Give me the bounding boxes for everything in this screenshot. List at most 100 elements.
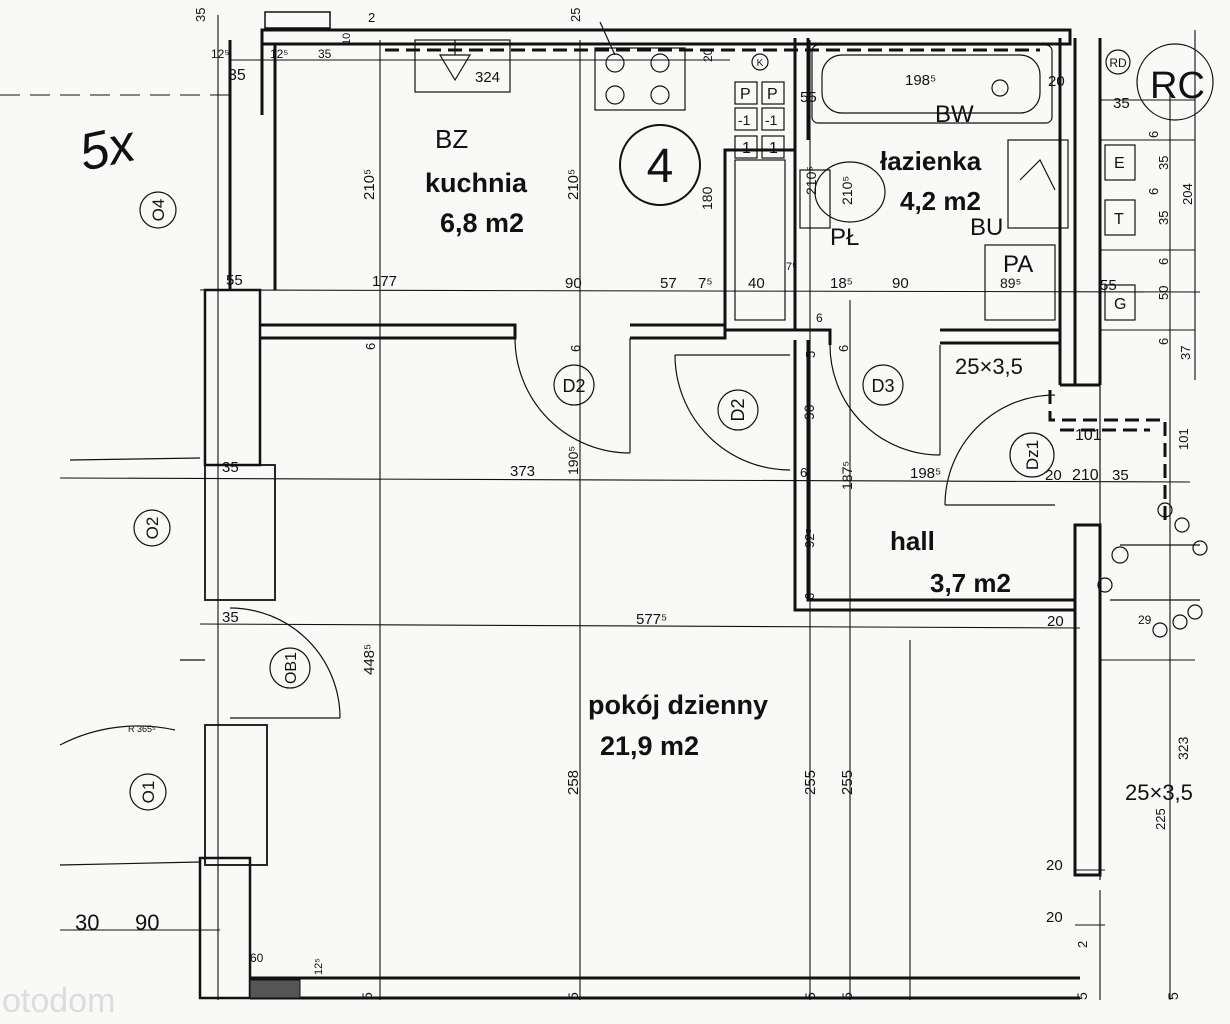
dim-label: 12⁵	[211, 47, 229, 61]
bathroom-fixture-pa: PA	[1003, 251, 1033, 278]
kitchen-sink-icon	[414, 39, 511, 93]
dim-label: 20	[1045, 467, 1062, 484]
dim-label: 6	[1156, 338, 1171, 345]
dim-label: 258	[565, 770, 582, 795]
dim-label: 225	[1153, 808, 1168, 830]
dim-label: 35	[222, 459, 239, 476]
label-p1: P	[740, 86, 751, 103]
dim-label: 5	[802, 992, 818, 1000]
label-one-b: 1	[769, 140, 778, 157]
duct-label-bottom: 25×3,5	[1125, 780, 1193, 805]
dim-label: 577⁵	[636, 611, 667, 628]
dim-label: 5	[565, 992, 581, 1000]
dim-label: 2	[1075, 941, 1090, 948]
bathtub-icon	[811, 44, 1053, 124]
marker-rd: RD	[1109, 56, 1127, 70]
living-name: pokój dzienny	[588, 690, 768, 720]
dim-label: 10	[341, 33, 353, 45]
dim-label: 324	[475, 69, 500, 86]
hall-area: 3,7 m2	[930, 568, 1011, 598]
dim-label: 55	[226, 272, 243, 289]
marker-dz1: Dz1	[1023, 440, 1042, 470]
dim-label: 190⁵	[565, 446, 581, 475]
dim-label: 210	[1072, 467, 1099, 484]
meter-symbols	[1097, 502, 1208, 638]
dim-label: 29	[1138, 613, 1152, 627]
label-t: T	[1114, 211, 1124, 228]
door-swings	[59, 337, 1056, 866]
label-m1a: -1	[738, 112, 751, 128]
dim-label: 20	[1048, 73, 1065, 90]
dim-label: 18⁵	[830, 275, 853, 292]
bathroom-name: łazienka	[880, 146, 982, 176]
dim-label: 35	[318, 47, 332, 61]
installation-lines	[385, 48, 1167, 520]
bathroom-area: 4,2 m2	[900, 186, 981, 216]
dim-label: 92⁵	[802, 528, 817, 548]
dim-label: 12⁵	[270, 47, 288, 61]
dim-label: 6	[800, 465, 807, 480]
dim-label: 50	[1156, 286, 1171, 300]
dim-label: 6	[816, 311, 823, 325]
bathroom-fixture-pl: PŁ	[830, 224, 859, 251]
dim-label: 55	[1100, 277, 1117, 294]
dim-label: 6	[836, 345, 851, 352]
dim-label: 204	[1180, 183, 1195, 205]
dim-label: 12⁵	[313, 958, 325, 975]
kitchen-area: 6,8 m2	[440, 208, 524, 238]
dim-label: 177	[372, 273, 397, 290]
dim-label: 101	[1176, 428, 1191, 450]
dim-label: 55	[800, 89, 817, 106]
marker-k: K	[757, 58, 764, 69]
dim-label: 35	[1156, 156, 1171, 170]
dim-label: 40	[748, 275, 765, 292]
dim-label: 35	[1113, 95, 1130, 112]
dim-label: 30	[75, 910, 99, 935]
bathroom-fixture-bu: BU	[970, 214, 1003, 241]
hall-name: hall	[890, 526, 935, 556]
bathroom-code: BW	[935, 101, 974, 128]
dim-label: 210⁵	[565, 169, 582, 200]
toilet-icon	[799, 161, 886, 229]
marker-o2: O2	[143, 517, 162, 540]
dim-label: 37	[1178, 346, 1193, 360]
dim-label: 210⁵	[361, 169, 378, 200]
dim-label: 89⁵	[1000, 275, 1021, 291]
label-m1b: -1	[765, 112, 778, 128]
label-g: G	[1114, 296, 1126, 313]
handwritten-note: 5x	[74, 114, 142, 183]
dim-label: 6	[802, 593, 817, 600]
dim-label: 35	[228, 67, 246, 84]
marker-d2-kitchen: D2	[562, 376, 585, 396]
label-one-a: 1	[742, 140, 751, 157]
dim-label: 90	[801, 404, 817, 420]
installation-boxes	[734, 81, 1136, 321]
dim-label: 5	[839, 992, 855, 1000]
duct-label-top: 25×3,5	[955, 354, 1023, 379]
dim-label: 7⁵	[786, 261, 797, 273]
living-area: 21,9 m2	[600, 731, 699, 761]
dim-label: 448⁵	[361, 644, 378, 675]
dim-label: 255	[802, 770, 819, 795]
dim-label: 6	[1146, 131, 1161, 138]
dim-label: 35	[222, 609, 239, 626]
dim-label: 90	[135, 910, 159, 935]
dim-label: 210⁵	[803, 166, 819, 195]
dim-label: 20	[1046, 857, 1063, 874]
marker-o4: O4	[149, 199, 168, 222]
dim-label: 5	[803, 351, 818, 358]
washing-machine-icon	[984, 244, 1056, 321]
dim-label: 6	[363, 343, 378, 350]
stove-icon	[594, 21, 686, 111]
dim-label: 25	[568, 8, 583, 22]
marker-ob1: OB1	[283, 652, 300, 684]
marker-o1: O1	[139, 781, 158, 804]
dim-label: 210⁵	[839, 176, 855, 205]
label-e: E	[1114, 155, 1125, 172]
dim-label: 90	[892, 275, 909, 292]
unit-number: 4	[647, 140, 674, 193]
label-p2: P	[767, 86, 778, 103]
dimension-lines	[0, 15, 1201, 1000]
label-rc: RC	[1150, 65, 1205, 107]
dim-label: 373	[510, 463, 535, 480]
